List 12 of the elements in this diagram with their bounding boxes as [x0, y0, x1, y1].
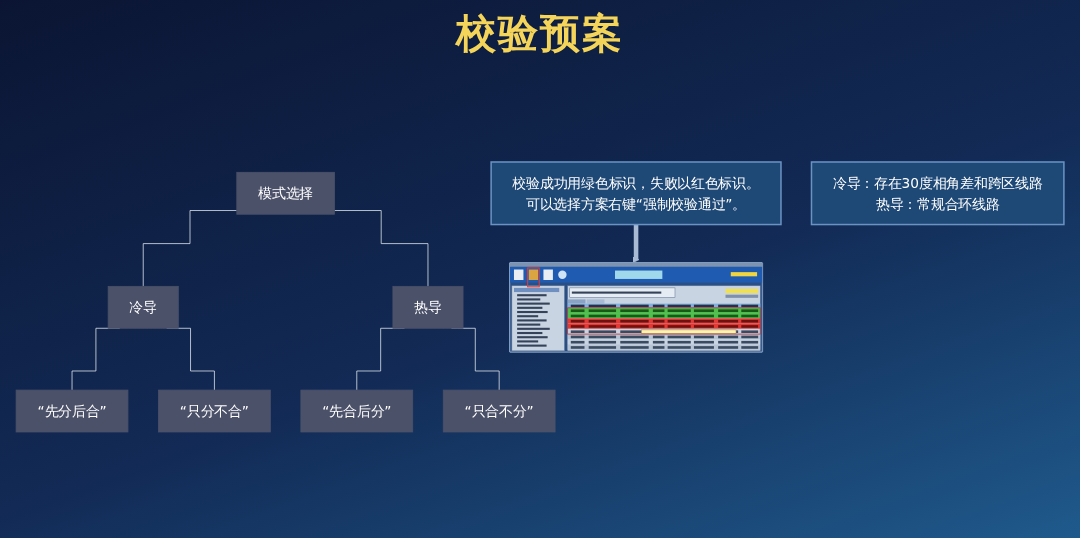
connector [142, 210, 238, 287]
node-box: “只分不合” [158, 389, 271, 433]
node-box: 模式选择 [236, 171, 335, 215]
node-box: 冷导 [107, 285, 179, 329]
node-box: “先分后合” [15, 389, 129, 433]
connector [334, 210, 429, 287]
node-box: 校验成功用绿色标识，失败以红色标识。 可以选择方案右键“强制校验通过”。 [490, 161, 782, 226]
node-box: 热导 [392, 285, 464, 329]
node-box: “先合后分” [300, 389, 414, 433]
title: 校验预案 [456, 10, 624, 56]
node-box: “只合不分” [442, 389, 556, 433]
node-box: 冷导：存在30度相角差和跨区线路 热导：常规合环线路 [810, 161, 1065, 226]
